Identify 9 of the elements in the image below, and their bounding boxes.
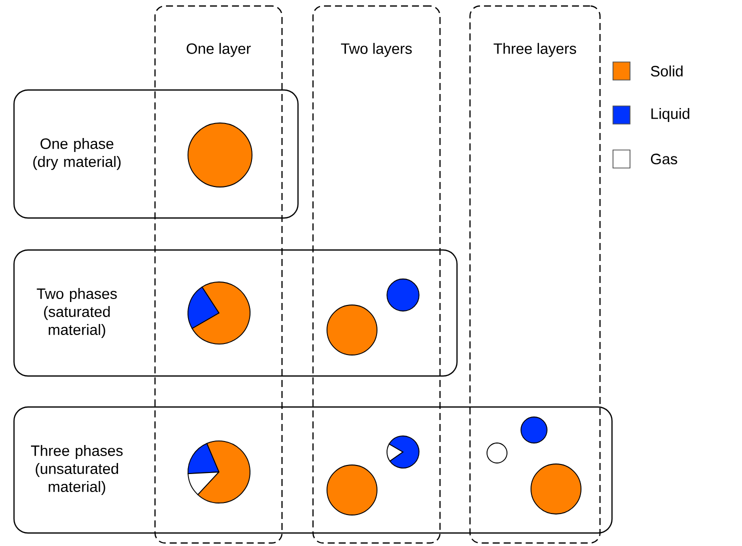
- phase-row: Two phases (saturated material): [13, 249, 458, 377]
- layer-column: Three layers: [469, 5, 601, 544]
- legend-label: Solid: [650, 66, 683, 76]
- layer-column: One layer: [154, 5, 283, 544]
- layer-column: Two layers: [312, 5, 441, 544]
- legend-label: Liquid: [651, 108, 690, 122]
- legend-label: Gas: [650, 154, 678, 164]
- phase-row: One phase (dry material): [13, 89, 299, 219]
- phase-row: Three phases (unsaturated material): [13, 406, 613, 534]
